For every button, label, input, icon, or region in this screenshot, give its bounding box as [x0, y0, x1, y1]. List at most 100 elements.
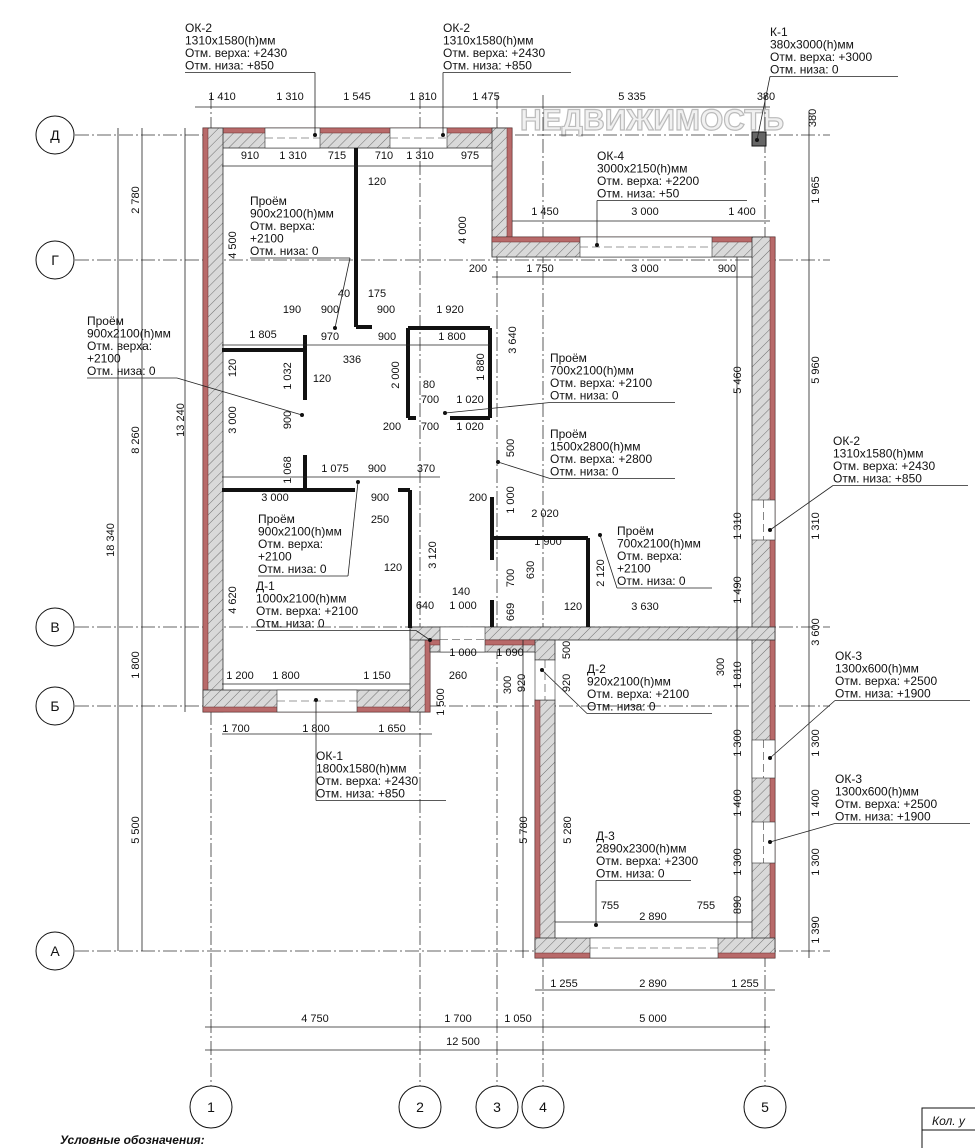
dimension-label: 1 032: [282, 362, 294, 390]
callout-line: К-1: [770, 25, 788, 39]
axis-label-row: В: [50, 619, 59, 635]
dimension-label: 175: [368, 288, 386, 300]
dimension-label: 900: [371, 492, 389, 504]
axis-bubble-col: [398, 1085, 442, 1129]
dimension-label: 5 500: [130, 816, 142, 844]
callout-line: Отм. верха: +2100: [256, 604, 358, 618]
dimension-label: 4 750: [301, 1013, 329, 1025]
callout-line: Отм. верха: +2500: [835, 797, 937, 811]
dimension-label: 1 310: [276, 91, 304, 103]
dimension-label: 12 500: [446, 1036, 480, 1048]
dimension-label: 5 335: [618, 91, 646, 103]
callout-line: 1000x2100(h)мм: [256, 592, 347, 606]
callout-line: Отм. верха:: [87, 339, 152, 353]
dimension-label: 5 960: [810, 356, 822, 384]
dimension-label: 2 020: [531, 508, 559, 520]
callout-line: Отм. низа: 0: [87, 364, 156, 378]
dimension-label: 2 890: [639, 978, 667, 990]
callout-line: Отм. низа: 0: [256, 617, 325, 631]
axis-label-col: 3: [493, 1099, 501, 1115]
insulation-layer: [534, 699, 541, 959]
callout-line: 1310x1580(h)мм: [833, 447, 924, 461]
dimension-label: 700: [505, 569, 517, 587]
callout-line: Проём: [250, 194, 287, 208]
leader-arrow: [497, 461, 551, 479]
axis-label-col: 2: [416, 1099, 424, 1115]
callout-line: Отм. верха: +2430: [443, 46, 545, 60]
axis-label-row: Г: [51, 252, 59, 268]
dimension-label: 370: [417, 463, 435, 475]
dimension-label: 1 300: [810, 729, 822, 757]
callout-line: ОК-4: [597, 149, 624, 163]
dimension-label: 1 068: [282, 456, 294, 484]
dimension-label: 1 805: [249, 329, 277, 341]
callout-line: Отм. верха: +2430: [185, 46, 287, 60]
leader-arrow: [415, 630, 431, 641]
callout-line: 1310x1580(h)мм: [185, 34, 276, 48]
callout-line: +2100: [87, 352, 121, 366]
callout-line: ОК-1: [316, 749, 343, 763]
dimension-label: 18 340: [105, 523, 117, 557]
axis-bubble-row: [35, 240, 75, 280]
dimension-label: 1 300: [732, 848, 744, 876]
callout-line: ОК-3: [835, 649, 862, 663]
callout-line: ОК-2: [443, 21, 470, 35]
callout-line: Отм. низа: 0: [258, 562, 327, 576]
interior-partitions: [222, 148, 590, 628]
dimension-label: 1 810: [732, 661, 744, 689]
dimension-label: 1 310: [732, 512, 744, 540]
dimension-label: 1 300: [732, 729, 744, 757]
dimension-label: 500: [561, 641, 573, 659]
leader-arrow: [541, 669, 588, 714]
callout-line: +2100: [617, 562, 651, 576]
leader-arrow: [347, 481, 359, 577]
dimension-label: 920: [561, 674, 573, 692]
axis-bubble-col: [475, 1085, 519, 1129]
dimension-label: 120: [384, 562, 402, 574]
axis-bubble-row: [35, 115, 75, 155]
dimension-label: 1 200: [226, 670, 254, 682]
axis-bubble-col: [521, 1085, 565, 1129]
dimension-label: 1 700: [444, 1013, 472, 1025]
dimension-label: 200: [383, 421, 401, 433]
callout-line: Отм. верха:: [250, 219, 315, 233]
callout-line: Отм. верха: +2430: [833, 459, 935, 473]
callout-line: Проём: [258, 512, 295, 526]
dimension-label: 1 310: [406, 150, 434, 162]
dimension-label: 3 630: [631, 601, 659, 613]
walls: [202, 127, 776, 959]
dimension-label: 5 280: [562, 816, 574, 844]
dimension-label: 1 450: [531, 206, 559, 218]
callout-line: 1500x2800(h)мм: [550, 440, 641, 454]
axis-bubble-col: [743, 1085, 787, 1129]
axis-bubble-row: [35, 686, 75, 726]
callout-line: Отм. верха: +2100: [587, 687, 689, 701]
callout-line: Отм. верха: +2100: [550, 376, 652, 390]
dimension-label: 3 000: [631, 263, 659, 275]
dimension-label: 900: [368, 463, 386, 475]
dimension-label: 120: [368, 176, 386, 188]
leader-arrow: [756, 76, 771, 141]
dimension-label: 900: [718, 263, 736, 275]
callout-line: 700x2100(h)мм: [617, 537, 701, 551]
dimension-label: 4 000: [457, 216, 469, 244]
dimension-label: 1 020: [456, 394, 484, 406]
callout-line: Отм. низа: +850: [833, 472, 922, 486]
callout-line: 1300x600(h)мм: [835, 662, 919, 676]
callout-line: 1310x1580(h)мм: [443, 34, 534, 48]
dimension-label: 1 750: [526, 263, 554, 275]
dimension-label: 5 460: [732, 366, 744, 394]
dimension-label: 1 800: [272, 670, 300, 682]
callout-line: ОК-2: [185, 21, 212, 35]
callout-line: Отм. верха: +2300: [596, 854, 698, 868]
